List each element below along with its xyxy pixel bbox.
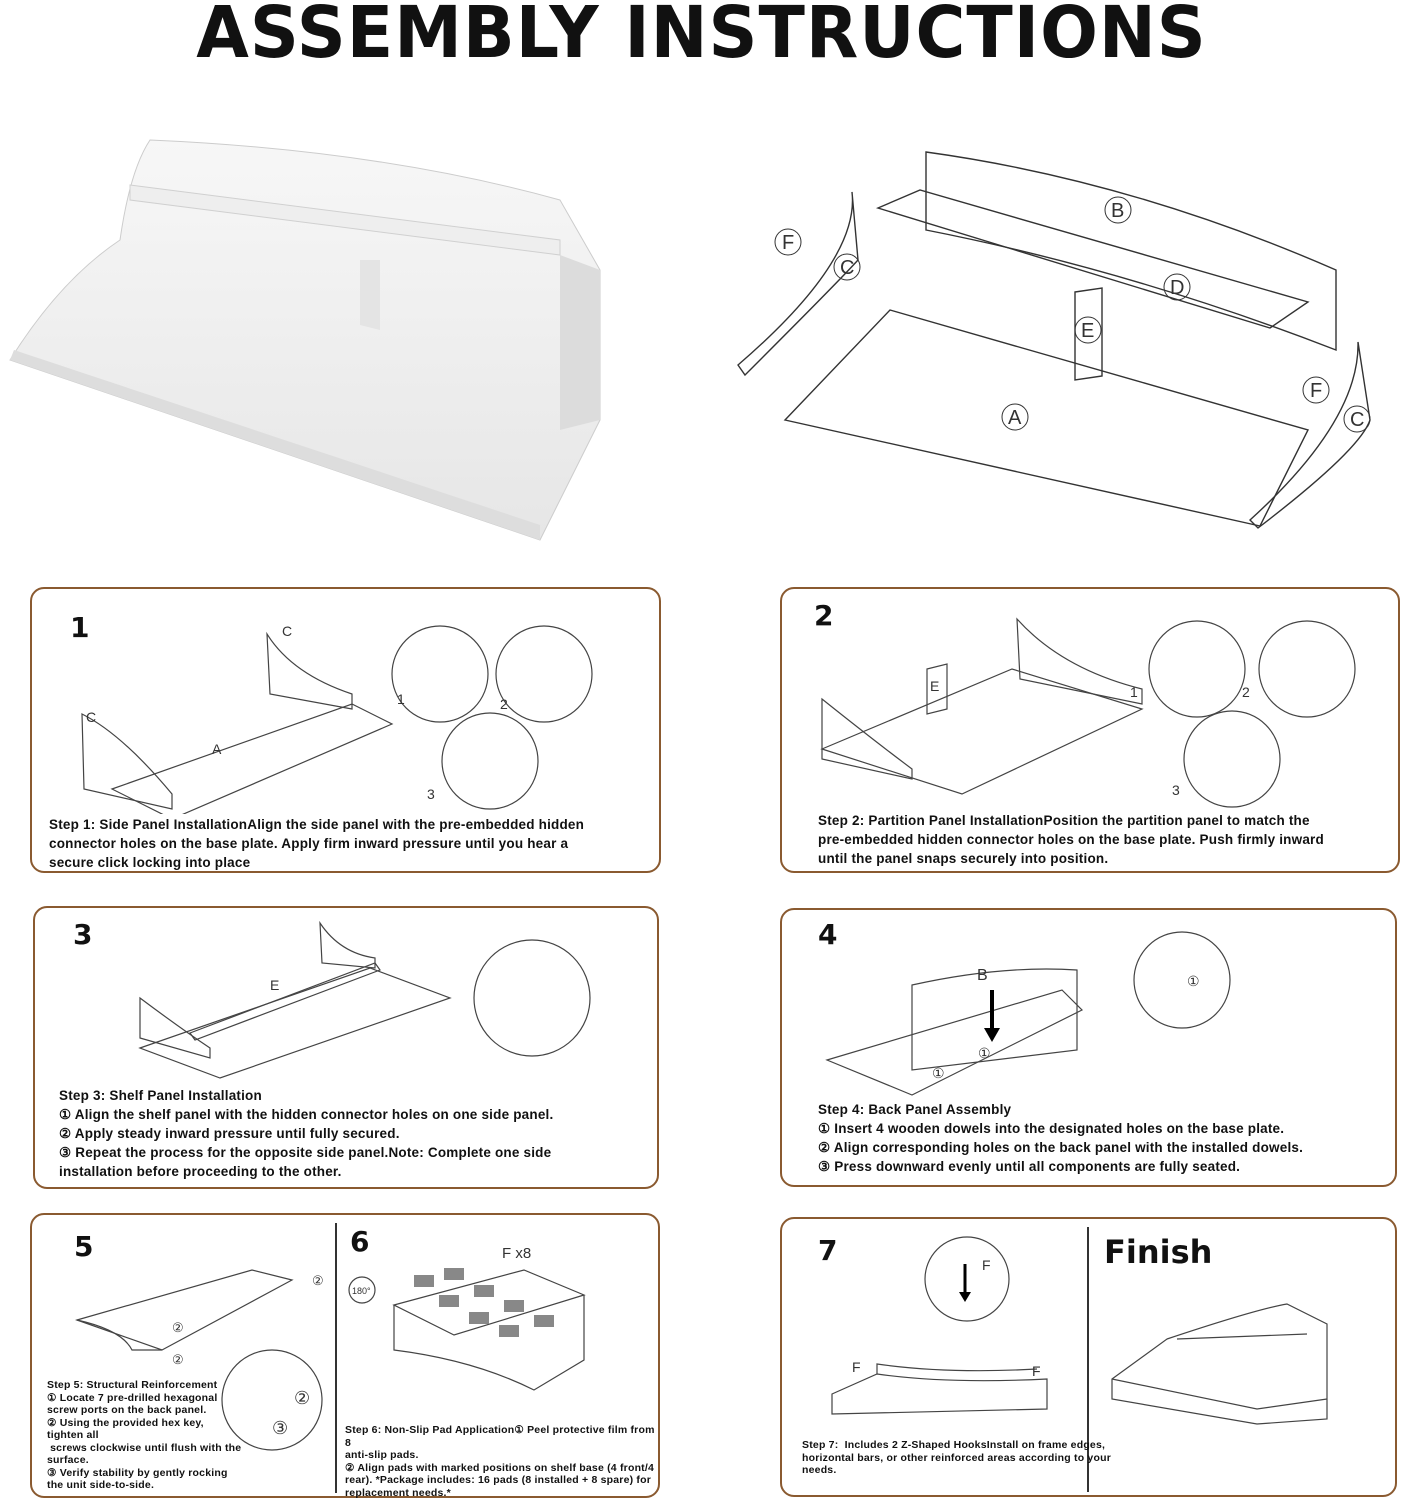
part-b-label: B [977, 967, 988, 984]
caption-line: surface. [47, 1454, 89, 1466]
part-c-label: C [86, 709, 96, 725]
step-5-illustration: ② ② ② ② ③ [75, 1269, 324, 1451]
step-5-6-panel: 5 6 ② ② ② ② ③ F x8 180° Step 5: Structur… [30, 1213, 660, 1499]
part-c-label: C [840, 257, 854, 279]
caption-line: screws clockwise until flush with the [47, 1441, 242, 1454]
detail-3-label: 3 [427, 786, 435, 802]
step-3-panel: 3 E Step 3: Shelf Panel Installation ① Al… [33, 906, 659, 1189]
dowel-label: ① [978, 1045, 991, 1061]
step-7-panel: 7 Finish F F F Step 7: Includes 2 Z-Shap… [780, 1217, 1397, 1497]
dowel-label: ① [932, 1065, 945, 1081]
step-6-illustration: F x8 180° [348, 1245, 586, 1391]
step-7-illustration: F F F [831, 1236, 1048, 1415]
caption-line: connector holes on the base plate. Apply… [49, 836, 569, 851]
divider [1087, 1227, 1089, 1492]
caption-line: Step 7: Includes 2 Z-Shaped HooksInstall… [802, 1439, 1106, 1451]
step-3-illustration: E [138, 920, 591, 1079]
part-b-label: B [1111, 200, 1124, 222]
detail-3-label: 3 [1172, 782, 1180, 798]
caption-line: replacement needs.* [345, 1486, 451, 1499]
step-1-panel: 1 C C A 1 2 3 Step 1: Side Panel Install… [30, 587, 661, 873]
part-c-label-right: C [1350, 409, 1364, 431]
caption-line: screw ports on the back panel. [47, 1404, 207, 1416]
step-1-caption: Step 1: Side Panel InstallationAlign the… [49, 815, 584, 872]
caption-line: Step 1: Side Panel InstallationAlign the… [49, 817, 585, 832]
hook-label: F [982, 1257, 991, 1273]
screw-label: ② [172, 1352, 184, 1367]
step-2-illustration: E 1 2 3 [820, 617, 1356, 808]
part-c-label: C [282, 623, 292, 639]
part-e-label: E [270, 977, 279, 993]
caption-line: Step 3: Shelf Panel Installation [59, 1088, 262, 1103]
part-e-label: E [930, 678, 939, 694]
part-a-label: A [1008, 407, 1022, 429]
screw-label: ② [312, 1273, 324, 1288]
step-number: 7 [818, 1234, 838, 1267]
caption-line: the unit side-to-side. [47, 1479, 155, 1491]
screw-label: ② [172, 1320, 184, 1335]
caption-line: ② Apply steady inward pressure until ful… [59, 1126, 400, 1141]
part-a-label: A [212, 741, 222, 757]
caption-line: ③ Press downward evenly until all compon… [818, 1159, 1241, 1174]
caption-line: needs. [802, 1464, 837, 1476]
hook-label: F [852, 1359, 861, 1375]
step-number: 5 [74, 1230, 94, 1263]
part-d-label: D [1170, 277, 1184, 299]
caption-line: tighten all [47, 1429, 99, 1441]
desk-render-image [9, 139, 601, 541]
caption-line: installation before proceeding to the ot… [59, 1164, 342, 1179]
step-4-illustration: B ① ① ① [825, 931, 1231, 1096]
step-number: 2 [814, 599, 834, 632]
caption-line: anti-slip pads. [345, 1449, 419, 1461]
step-number: 3 [73, 918, 93, 951]
caption-line: ① Locate 7 pre-drilled hexagonal [47, 1391, 218, 1404]
step-1-illustration: C C A 1 2 3 [81, 623, 593, 814]
detail-2-label: 2 [1242, 684, 1250, 700]
step-number: 6 [350, 1225, 370, 1258]
step-4-panel: 4 B ① ① ① Step 4: Back Panel Assembly ① I… [780, 908, 1397, 1187]
caption-line: horizontal bars, or other reinforced are… [802, 1451, 1111, 1464]
step-2-caption: Step 2: Partition Panel InstallationPosi… [818, 811, 1324, 868]
exploded-parts-diagram: B D E A C C F F [737, 151, 1371, 529]
step-7-caption: Step 7: Includes 2 Z-Shaped HooksInstall… [802, 1439, 1111, 1477]
caption-line: Step 6: Non-Slip Pad Application① Peel p… [345, 1424, 658, 1449]
caption-line: ② Align pads with marked positions on sh… [345, 1461, 655, 1474]
screw-label: ② [294, 1388, 310, 1408]
caption-line: until the panel snaps securely into posi… [818, 851, 1109, 866]
page-title: ASSEMBLY INSTRUCTIONS [196, 0, 1207, 75]
detail-1-label: 1 [1130, 684, 1138, 700]
step-4-caption: Step 4: Back Panel Assembly ① Insert 4 wo… [818, 1100, 1303, 1176]
step-number: 1 [70, 611, 90, 644]
caption-line: Step 4: Back Panel Assembly [818, 1102, 1012, 1117]
step-3-caption: Step 3: Shelf Panel Installation ① Align … [59, 1086, 553, 1181]
caption-line: ② Using the provided hex key, [47, 1416, 204, 1429]
step-number: 4 [818, 918, 838, 951]
part-f-label-right: F [1310, 380, 1322, 402]
caption-line: pre-embedded hidden connector holes on t… [818, 832, 1324, 847]
caption-line: ① Insert 4 wooden dowels into the design… [818, 1121, 1285, 1136]
caption-line: ② Align corresponding holes on the back … [818, 1140, 1304, 1155]
key-label: ③ [272, 1418, 288, 1438]
part-e-label: E [1081, 320, 1094, 342]
finish-heading: Finish [1104, 1233, 1213, 1271]
caption-line: ① Align the shelf panel with the hidden … [59, 1107, 554, 1122]
caption-line: ③ Verify stability by gently rocking [47, 1466, 228, 1479]
hook-label: F [1032, 1363, 1041, 1379]
part-f-label: F [782, 232, 794, 254]
caption-line: Step 5: Structural Reinforcement [47, 1379, 218, 1391]
detail-2-label: 2 [500, 696, 508, 712]
divider [335, 1223, 337, 1493]
step-2-panel: 2 E 1 2 3 Step 2: Partition Panel Instal… [780, 587, 1400, 873]
detail-1-label: 1 [397, 691, 405, 707]
caption-line: rear). *Package includes: 16 pads (8 ins… [345, 1474, 652, 1486]
rotate-180-icon: 180° [352, 1286, 371, 1296]
dowel-label: ① [1187, 973, 1200, 989]
step-6-caption: Step 6: Non-Slip Pad Application① Peel p… [345, 1424, 658, 1499]
finished-desk-illustration [1111, 1303, 1328, 1425]
pads-label: F x8 [502, 1245, 531, 1262]
caption-line: secure click locking into place [49, 855, 251, 870]
caption-line: ③ Repeat the process for the opposite si… [59, 1145, 552, 1160]
caption-line: Step 2: Partition Panel InstallationPosi… [818, 813, 1310, 828]
